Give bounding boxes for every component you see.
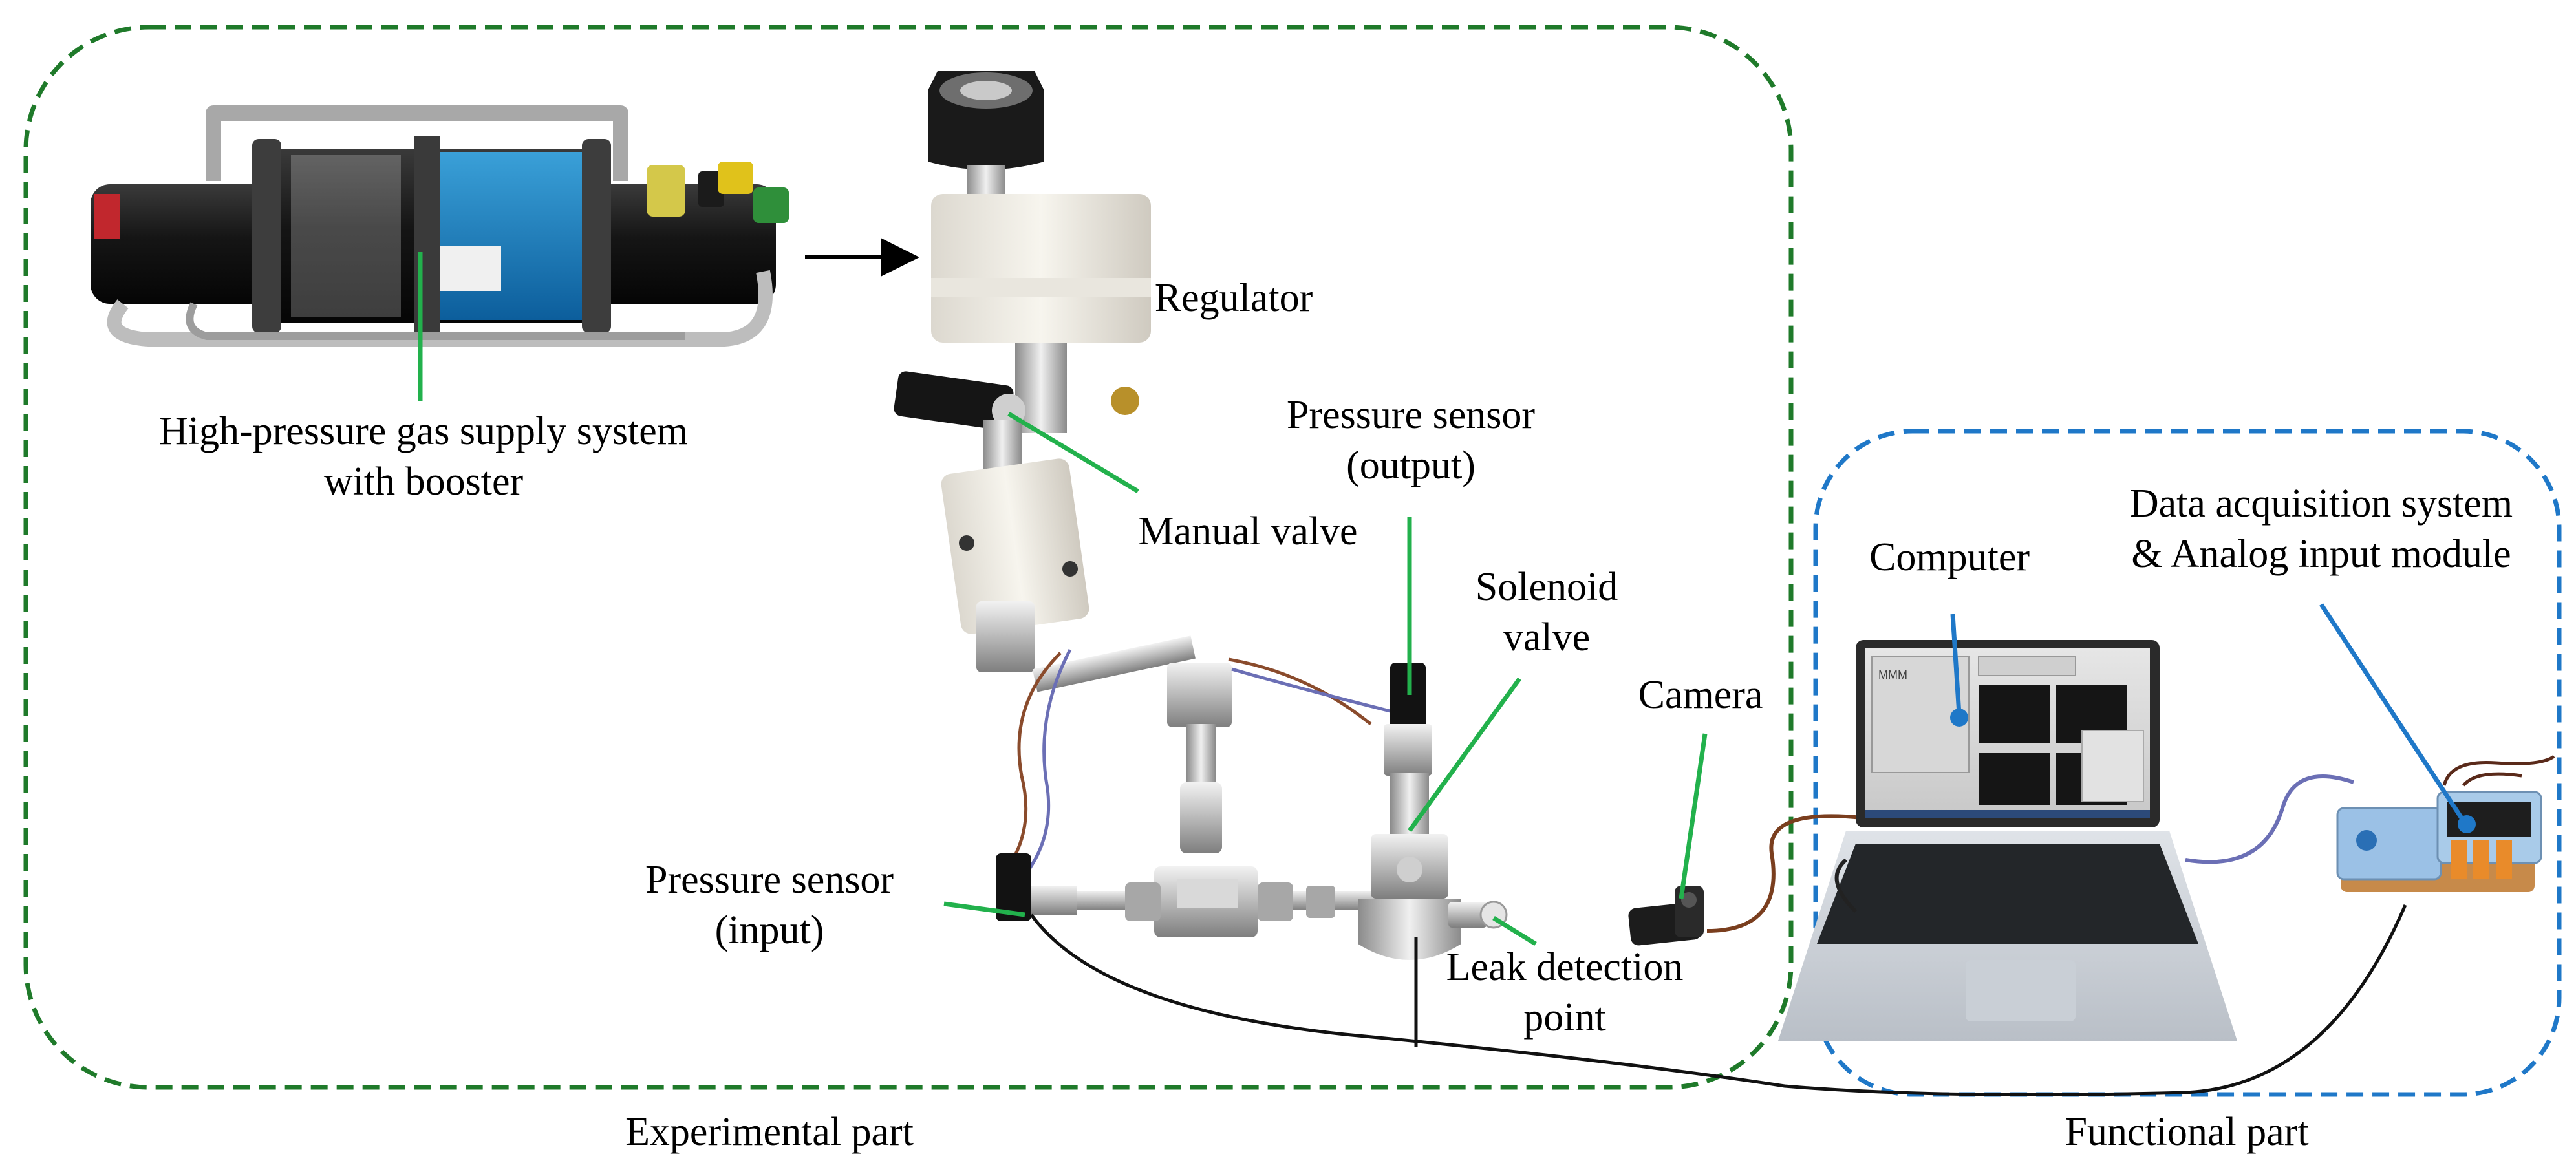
callout-manual-valve (1007, 411, 1139, 494)
usb-cable (1834, 858, 1858, 913)
label-computer: Computer (1869, 532, 2030, 582)
manual-valve-icon (894, 371, 1025, 472)
callout-leak (1492, 916, 1537, 946)
label-regulator: Regulator (1155, 273, 1313, 323)
valve-mount (941, 458, 1232, 853)
label-line: High-pressure gas supply system (159, 409, 688, 453)
daq-module-icon (2336, 791, 2542, 892)
callout-daq (2319, 603, 2465, 822)
leak-detection-fitting (1448, 901, 1508, 929)
camera-icon (1628, 886, 1704, 946)
callout-computer (1950, 614, 1962, 715)
label-manual-valve: Manual valve (1138, 506, 1357, 557)
label-line: Data acquisition system (2129, 482, 2513, 526)
callout-camera (1679, 733, 1708, 899)
label-line: Manual valve (1138, 509, 1358, 553)
sensor-wire (1228, 657, 1372, 725)
pressure-sensor-icon (996, 853, 1077, 921)
signal-cable (1029, 904, 2407, 1096)
label-line: with booster (323, 460, 524, 504)
laptop-icon (1778, 640, 2237, 1041)
pressure-regulator-icon (928, 71, 1151, 433)
label-solenoid: Solenoid valve (1476, 562, 1618, 663)
sensor-wire (1007, 652, 1062, 868)
label-line: & Analog input module (2131, 532, 2511, 576)
group-label-functional: Functional part (2065, 1110, 2309, 1154)
gas-booster-icon (91, 105, 789, 347)
callout-dot (1950, 709, 1968, 727)
callout-dot (2458, 815, 2476, 833)
label-line: point (1523, 996, 1606, 1040)
label-line: valve (1503, 615, 1591, 659)
camera-cable (1706, 814, 1863, 933)
label-line: Leak detection (1446, 945, 1684, 989)
daq-wires (2462, 772, 2522, 787)
label-line: (output) (1346, 443, 1476, 487)
experimental-part-boundary (23, 25, 1794, 1090)
callout-solenoid (1408, 677, 1521, 833)
laptop-screen-header: MMM (1878, 668, 1907, 681)
label-leak-point: Leak detection point (1446, 942, 1684, 1043)
label-daq: Data acquisition system & Analog input m… (2130, 478, 2513, 579)
label-line: Pressure sensor (1287, 393, 1535, 437)
group-label-experimental: Experimental part (625, 1110, 914, 1154)
label-camera: Camera (1638, 670, 1763, 720)
sensor-wire (1231, 667, 1391, 713)
label-line: Regulator (1154, 276, 1313, 320)
label-line: Computer (1869, 535, 2030, 579)
label-pressure-input: Pressure sensor (input) (645, 855, 894, 955)
daq-wires (2442, 754, 2555, 786)
leak-valve-block (1125, 866, 1335, 937)
label-booster: High-pressure gas supply system with boo… (159, 406, 688, 507)
label-line: Pressure sensor (645, 858, 894, 902)
solenoid-valve-icon (1358, 663, 1461, 960)
callout-pressure-input (943, 901, 1025, 917)
usb-cable (2185, 774, 2354, 864)
label-line: (input) (714, 908, 824, 952)
label-pressure-output: Pressure sensor (output) (1287, 390, 1535, 491)
sensor-wire (1020, 648, 1072, 880)
label-line: Solenoid (1475, 565, 1618, 609)
functional-part-boundary (1813, 429, 2562, 1097)
label-line: Camera (1638, 673, 1763, 717)
